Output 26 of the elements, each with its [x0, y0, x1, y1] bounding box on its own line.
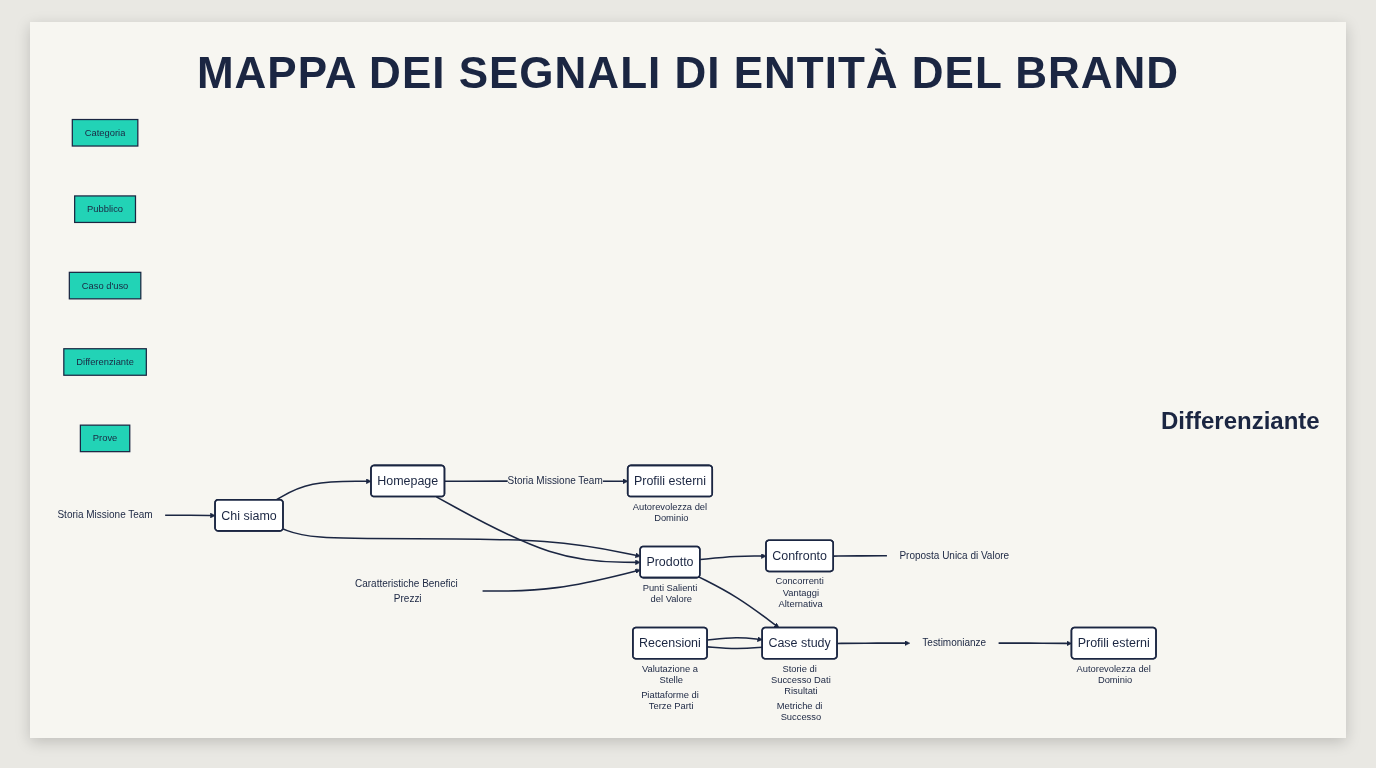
node-box: Prove — [79, 424, 131, 453]
node-text: Storia Missione Team — [57, 509, 153, 521]
node-text: Proposta Unica di Valore — [899, 550, 1010, 561]
node-caption: Autorevolezza del Dominio — [632, 501, 708, 523]
arrow — [481, 568, 641, 592]
edge-label: Storia Missione Team — [507, 475, 603, 486]
title: MAPPA DEI SEGNALI DI ENTITÀ DEL BRAND — [195, 48, 1181, 98]
node-caption: Punti Salienti del Valore — [642, 582, 698, 604]
node-box: Caso d'uso — [68, 271, 142, 300]
node-caption: Metriche di Successo — [776, 701, 823, 723]
node-caption: Storie di Successo Dati Risultati — [771, 663, 831, 697]
node-text: Testimonianze — [922, 637, 987, 649]
arrow — [282, 528, 641, 558]
node-box: Differenziante — [63, 348, 147, 376]
node-caption: Piattaforme di Terze Parti — [641, 690, 699, 712]
node-box: Pubblico — [74, 195, 137, 224]
node-text: Caratteristiche Benefici Prezzi — [355, 577, 458, 604]
arrow — [698, 576, 780, 629]
node-box: Categoria — [71, 118, 139, 147]
note-label: Differenziante — [1161, 407, 1321, 435]
arrow — [164, 512, 216, 519]
arrow — [997, 640, 1072, 647]
node-caption: Concorrenti Vantaggi Alternativa — [775, 576, 824, 609]
node-caption: Autorevolezza del Dominio — [1076, 663, 1151, 686]
node-caption: Valutazione a Stelle — [642, 663, 698, 686]
arrow — [435, 496, 641, 566]
